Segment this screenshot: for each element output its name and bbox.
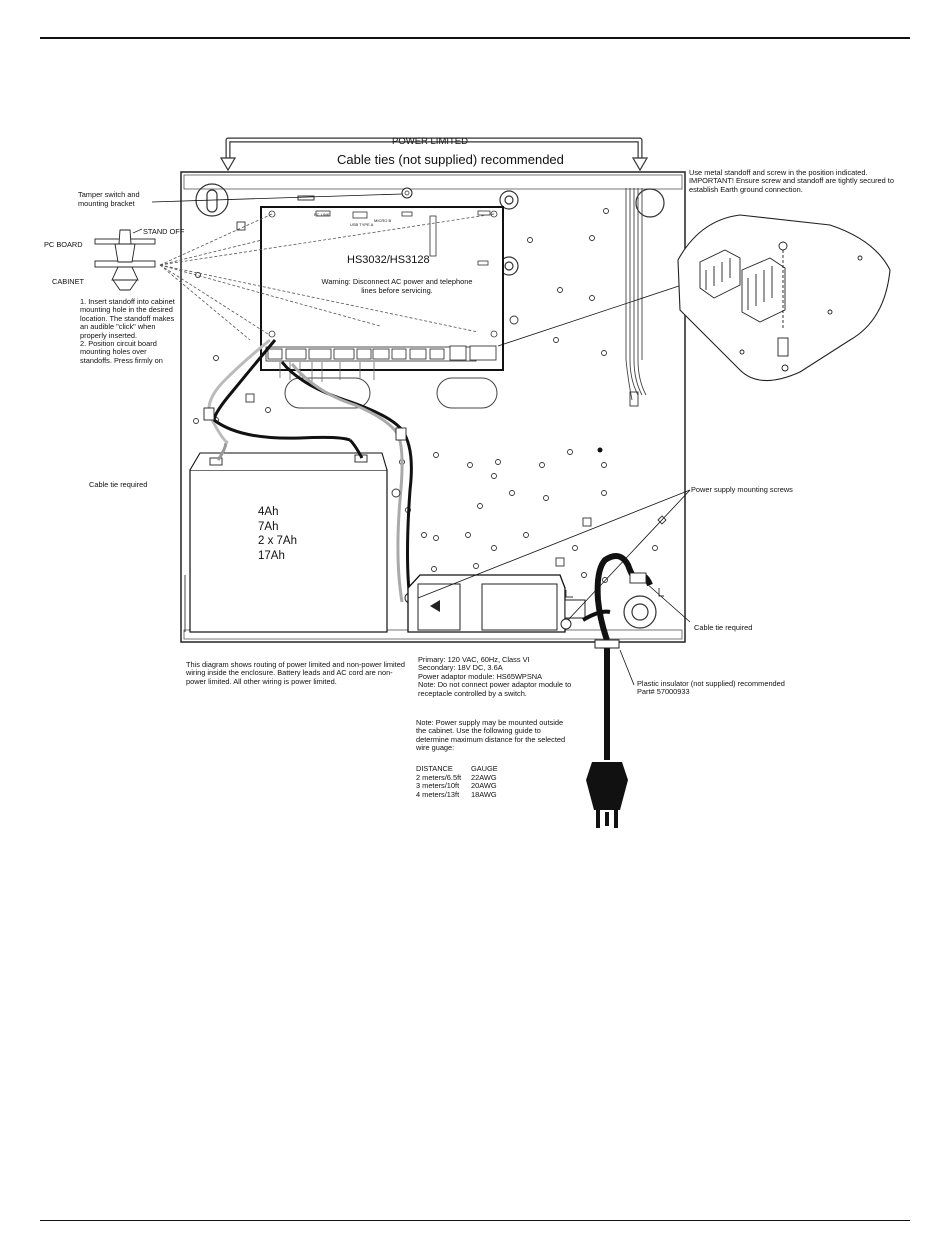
pc-link-label: PC LINK: [314, 212, 330, 217]
routing-note: This diagram shows routing of power limi…: [186, 660, 405, 686]
wire-gauge-table: DISTANCE GAUGE 2 meters/6.5ft 22AWG 3 me…: [416, 764, 498, 799]
header-gauge: GAUGE: [471, 764, 498, 773]
header-distance: DISTANCE: [416, 764, 453, 773]
mount-note: Note: Power supply may be mounted outsid…: [416, 718, 566, 753]
standoff-instructions: 1. Insert standoff into cabinet mounting…: [80, 297, 175, 365]
tamper-switch: [297, 195, 315, 201]
power-specs: Primary: 120 VAC, 60Hz, Class VI Seconda…: [418, 655, 572, 698]
header-rule: [40, 37, 910, 39]
knockout: [284, 377, 371, 409]
cabinet-label: CABINET: [52, 277, 85, 286]
ac-plug: [586, 762, 628, 810]
usb-label: USB TYPE A: [350, 222, 374, 227]
cable-tie-left-label: Cable tie required: [89, 480, 148, 489]
metal-standoff-note: Use metal standoff and screw in the posi…: [689, 168, 894, 194]
insulator-note: Plastic insulator (not supplied) recomme…: [637, 679, 785, 697]
panel-warning: Warning: Disconnect AC power and telepho…: [321, 277, 473, 295]
table-row: 2 meters/6.5ft 22AWG: [416, 772, 497, 782]
knockout: [436, 377, 498, 409]
cable-ties-title: Cable ties (not supplied) recommended: [337, 152, 564, 167]
terminal-strip: [265, 345, 497, 362]
psu-screws-label: Power supply mounting screws: [691, 485, 793, 494]
footer-rule: [40, 1220, 910, 1221]
power-limited-title: POWER LIMITED: [392, 136, 469, 147]
table-header-row: DISTANCE GAUGE: [416, 764, 498, 774]
mounting-holes: [195, 183, 665, 629]
battery-ratings: 4Ah 7Ah 2 x 7Ah 17Ah: [258, 506, 297, 562]
standoff-leaders: [159, 213, 495, 341]
pc-board-label: PC BOARD: [44, 240, 83, 249]
cable-tie-right-label: Cable tie required: [694, 623, 753, 632]
panel-model: HS3032/HS3128: [347, 254, 430, 266]
standoff-illustration: [94, 229, 156, 291]
stand-off-label: STAND OFF: [143, 227, 185, 236]
micro-label: MICRO B: [374, 218, 392, 223]
table-row: 3 meters/10ft 20AWG: [416, 781, 497, 791]
tamper-label: Tamper switch and mounting bracket: [78, 190, 140, 208]
circuit-board: [260, 206, 504, 371]
table-row: 4 meters/13ft 18AWG: [416, 789, 497, 799]
